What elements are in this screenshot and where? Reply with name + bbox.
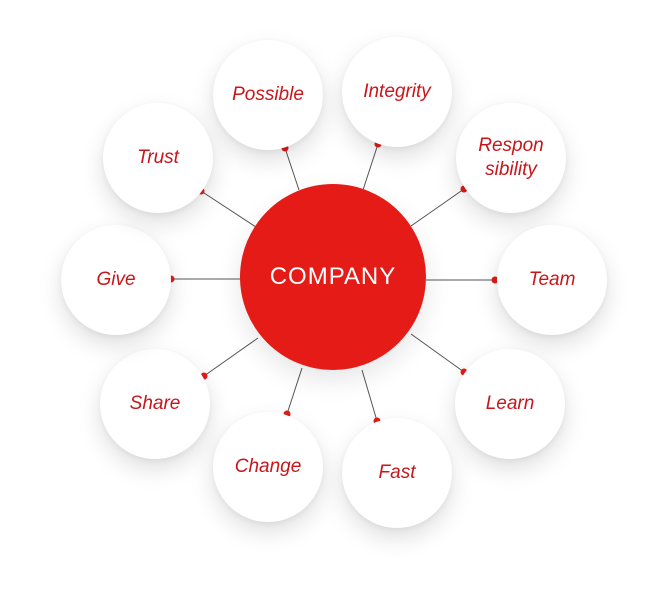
node-team: Team: [497, 225, 607, 335]
node-label-learn: Learn: [485, 393, 535, 414]
connector-line-responsibility: [410, 188, 465, 227]
node-give: Give: [61, 225, 171, 335]
connector-dot-team: [491, 276, 499, 284]
node-label-responsibility: Respon sibility: [478, 135, 544, 180]
center-node-company: COMPANY: [240, 184, 426, 370]
node-label-change: Change: [234, 456, 302, 477]
center-node-label: COMPANY: [269, 263, 397, 290]
connector-line-change: [286, 367, 303, 415]
node-label-share: Share: [129, 393, 181, 414]
node-label-team: Team: [528, 269, 576, 290]
connector-line-possible: [284, 147, 300, 191]
connector-line-fast: [361, 369, 378, 422]
connector-line-learn: [410, 333, 465, 373]
node-label-fast: Fast: [378, 462, 416, 483]
node-change: Change: [213, 412, 323, 522]
node-label-possible: Possible: [232, 84, 304, 105]
connector-line-integrity: [362, 143, 379, 191]
node-trust: Trust: [103, 103, 213, 213]
node-label-integrity: Integrity: [363, 81, 431, 102]
connector-line-trust: [200, 190, 257, 228]
node-label-trust: Trust: [137, 147, 179, 168]
node-possible: Possible: [213, 40, 323, 150]
node-responsibility: Respon sibility: [456, 103, 566, 213]
connector-line-share: [203, 337, 259, 377]
node-fast: Fast: [342, 418, 452, 528]
node-label-give: Give: [96, 269, 136, 290]
node-learn: Learn: [455, 349, 565, 459]
node-integrity: Integrity: [342, 37, 452, 147]
node-share: Share: [100, 349, 210, 459]
